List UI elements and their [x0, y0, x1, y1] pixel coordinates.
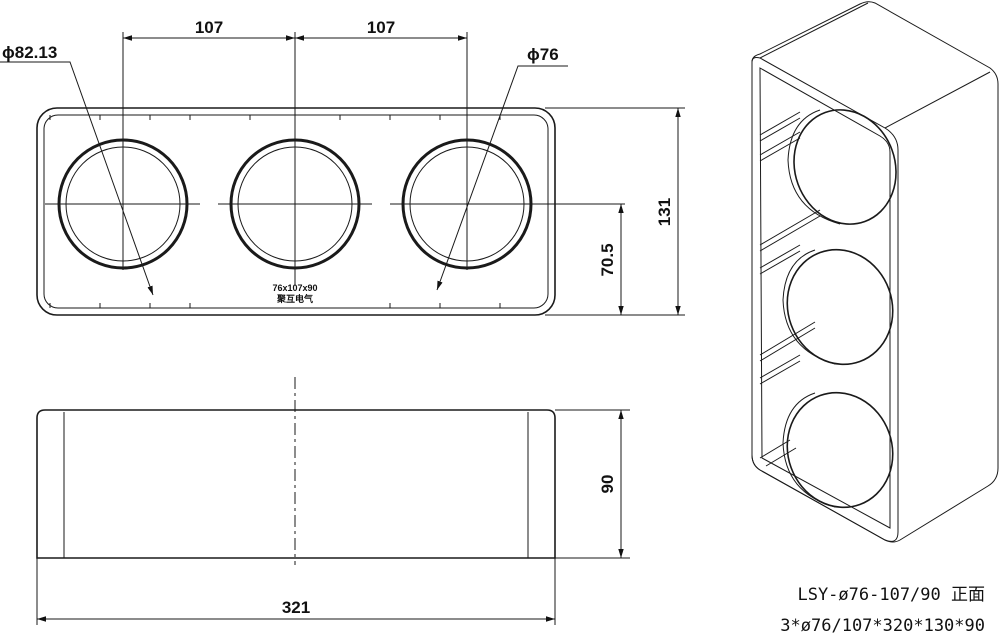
inner-label-size: 76x107x90 [272, 283, 317, 293]
dim-height-center: 70.5 [598, 243, 617, 276]
title-spec: 3*ø76/107*320*130*90 [780, 616, 985, 636]
dim-dia-right: ϕ76 [527, 45, 559, 64]
bottom-view: 90 321 [36, 377, 630, 625]
leader-dia-left [0, 61, 154, 296]
dim-spacing-left: 107 [195, 18, 223, 37]
front-view: 107 107 ϕ82.13 ϕ76 76x107x90 聚互电气 131 70… [0, 18, 685, 316]
isometric-view [751, 1, 999, 543]
iso-hole-bottom [782, 391, 894, 509]
front-center-lines [45, 32, 625, 285]
dim-dia-left: ϕ82.13 [2, 43, 57, 62]
title-model: LSY-ø76-107/90 正面 [797, 585, 985, 605]
iso-hole-middle [782, 248, 894, 366]
inner-label-brand: 聚互电气 [276, 293, 313, 304]
leader-dia-right [436, 65, 568, 291]
front-outer-outline [36, 107, 556, 316]
bottom-outline [36, 409, 556, 559]
dim-spacing-right: 107 [367, 18, 395, 37]
dim-height-total: 131 [655, 198, 674, 226]
dim-depth: 90 [598, 475, 617, 494]
iso-hole-top [787, 109, 897, 225]
front-inner-outline [43, 114, 549, 309]
front-tick-marks [49, 115, 501, 308]
iso-rails [759, 111, 821, 467]
dim-width: 321 [282, 598, 310, 617]
